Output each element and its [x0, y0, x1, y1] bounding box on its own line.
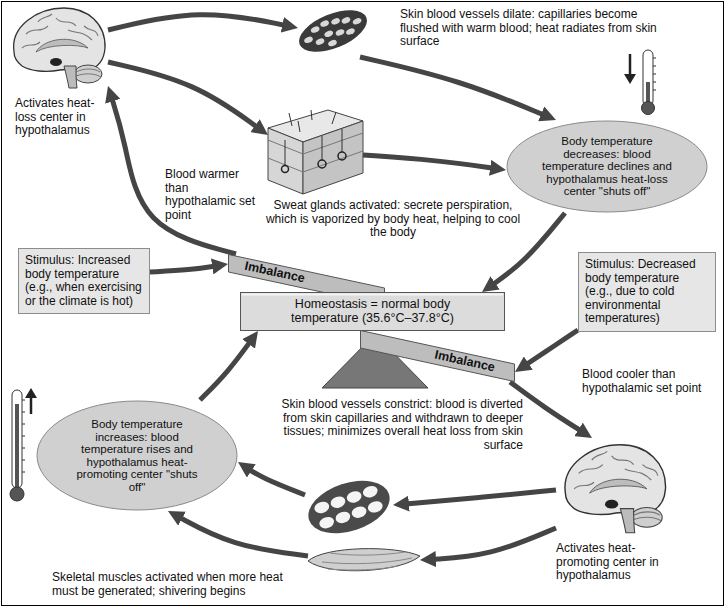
- homeostasis-beam: Homeostasis = normal body temperature (3…: [240, 292, 505, 331]
- flow-arrow: [176, 515, 308, 556]
- ellipse-shape: [507, 121, 707, 212]
- flow-arrow: [402, 490, 556, 504]
- stimulus-box: Stimulus: Increased body temperature (e.…: [18, 248, 150, 314]
- caption-text: Skin blood vessels dilate: capillaries b…: [400, 8, 665, 49]
- sweat-glands: Sweat glands activated: secrete perspira…: [268, 108, 363, 196]
- brain-illustration: [14, 8, 105, 88]
- flow-arrow: [150, 265, 219, 272]
- caption-text: Activates heat-promoting center in hypot…: [556, 542, 681, 583]
- caption-text: Skin blood vessels constrict: blood is d…: [258, 398, 523, 452]
- node-text: Stimulus: Increased body temperature (e.…: [25, 254, 143, 308]
- hypothalamus-brain: Activates heat-promoting center in hypot…: [556, 438, 676, 538]
- flow-arrow: [363, 155, 497, 169]
- beam-shape: [241, 293, 505, 331]
- ellipse-shape: [37, 401, 237, 510]
- flow-arrow: [108, 62, 261, 130]
- edge-label: Blood cooler than hypothalamic set point: [580, 368, 718, 395]
- thermometer: [642, 50, 657, 115]
- plank-shape: [361, 331, 515, 382]
- edge-label-holder: Blood warmer than hypothalamic set point: [163, 168, 263, 222]
- response-ellipse: Body temperature decreases: blood temper…: [506, 120, 708, 213]
- caption-text: Sweat glands activated: secrete perspira…: [262, 199, 524, 240]
- edge-label-holder: Blood cooler than hypothalamic set point: [580, 368, 718, 395]
- skin-block: [268, 110, 363, 194]
- constricted-capillaries: [302, 471, 397, 543]
- thermometer: [10, 390, 25, 501]
- dilated-vessels: Skin blood vessels dilate: capillaries b…: [298, 5, 368, 57]
- flow-arrow: [429, 528, 556, 559]
- increase-arrow: [25, 388, 37, 414]
- node-text: Body temperature increases: blood temper…: [67, 418, 207, 493]
- node-text: Body temperature decreases: blood temper…: [537, 135, 677, 198]
- constricted-vessels: Skin blood vessels constrict: blood is d…: [305, 474, 393, 540]
- caption-text: Activates heat-loss center in hypothalam…: [15, 97, 115, 138]
- hypothalamus-brain: Activates heat-loss center in hypothalam…: [8, 5, 108, 95]
- dilated-capillaries: [293, 2, 372, 60]
- skeletal-muscle: Skeletal muscles activated when more hea…: [308, 545, 420, 575]
- edge-label: Blood warmer than hypothalamic set point: [163, 168, 263, 222]
- stimulus-box: Stimulus: Decreased body temperature (e.…: [578, 252, 716, 332]
- decrease-arrow: [624, 54, 636, 84]
- response-ellipse: Body temperature increases: blood temper…: [36, 400, 238, 511]
- flow-arrow: [245, 467, 305, 495]
- flow-arrow: [360, 57, 548, 117]
- skeletal-muscle: [308, 549, 420, 571]
- beam-highlight: [242, 294, 503, 296]
- imbalance-plank: Imbalance: [360, 330, 515, 382]
- flow-arrow: [200, 338, 253, 400]
- caption-text: Skeletal muscles activated when more hea…: [52, 571, 302, 598]
- flow-arrow: [522, 330, 578, 367]
- node-text: Stimulus: Decreased body temperature (e.…: [585, 258, 709, 326]
- node-text: Homeostasis = normal body temperature (3…: [278, 298, 468, 325]
- brain-illustration: [565, 445, 666, 533]
- flow-arrow: [108, 15, 289, 30]
